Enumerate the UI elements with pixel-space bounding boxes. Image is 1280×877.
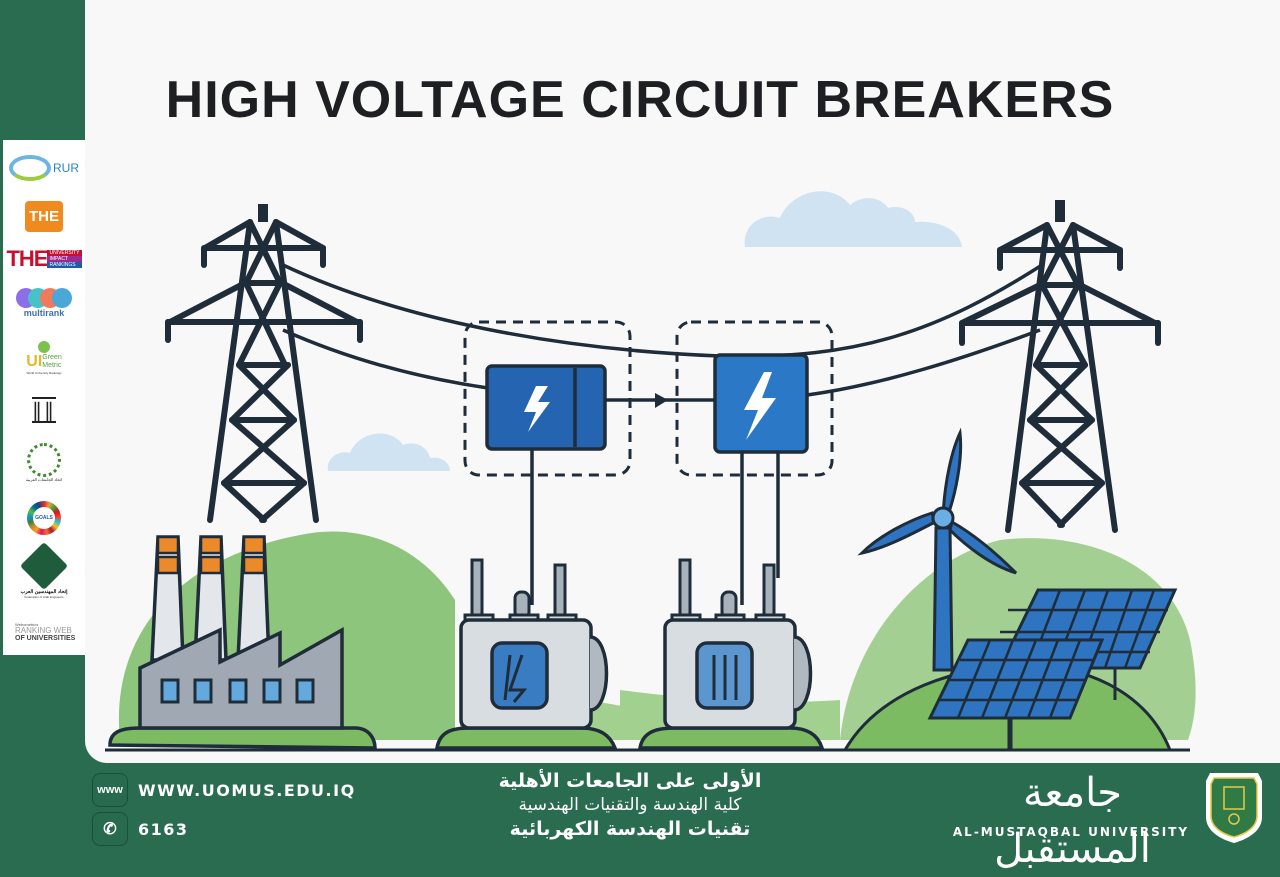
illustration-panel: HIGH VOLTAGE CIRCUIT BREAKERS (85, 0, 1280, 763)
website-link[interactable]: WWW.UOMUS.EDU.IQ (138, 780, 356, 800)
institution-columns-icon: ‖‖ (32, 397, 56, 423)
phone-row[interactable]: ✆ 6163 (92, 812, 189, 846)
multirank-logo: multirank (3, 280, 85, 325)
ranking-logos-strip: RUR THE THE UNIVERSITY IMPACT RANKINGS m… (3, 140, 85, 655)
transmission-tower-right (959, 200, 1161, 533)
phone-number[interactable]: 6163 (138, 819, 189, 839)
solar-panels (927, 588, 1178, 750)
webometrics-logo: Webometrics RANKING WEB OF UNIVERSITIES (15, 622, 76, 642)
footer-bar: www WWW.UOMUS.EDU.IQ ✆ 6163 الأولى على ا… (0, 763, 1280, 872)
college-info: الأولى على الجامعات الأهلية كلية الهندسة… (430, 769, 830, 841)
transformer-2 (637, 558, 825, 750)
transformer-1 (434, 558, 618, 750)
college-name-arabic: كلية الهندسة والتقنيات الهندسية (518, 795, 742, 815)
federation-arab-engineers-logo: إتحاد المهندسين العرب Federation of Arab… (3, 541, 85, 603)
the-logo: THE (3, 198, 85, 234)
department-name-arabic: تقنيات الهندسة الكهربائية (509, 818, 751, 840)
sdg-goals-logo: GOALS (3, 495, 85, 540)
power-grid-illustration (105, 191, 1196, 752)
cloud-icon (327, 191, 962, 471)
globe-www-icon: www (92, 773, 128, 807)
circuit-breaker-1 (485, 364, 607, 451)
transmission-tower-left (165, 204, 363, 523)
university-name-arabic: جامعة المستقبل (994, 770, 1151, 872)
website-row[interactable]: www WWW.UOMUS.EDU.IQ (92, 773, 356, 807)
university-crest-icon (1206, 773, 1262, 843)
circuit-breaker-2 (713, 353, 809, 454)
phone-icon: ✆ (92, 812, 128, 846)
the-impact-rankings-logo: THE UNIVERSITY IMPACT RANKINGS (6, 246, 82, 271)
power-lines (282, 263, 1043, 605)
page-title: HIGH VOLTAGE CIRCUIT BREAKERS (165, 71, 1115, 129)
rur-logo: RUR (3, 148, 85, 188)
factory (108, 535, 377, 750)
university-name-english: AL-MUSTAQBAL UNIVERSITY (952, 825, 1190, 839)
tagline-arabic: الأولى على الجامعات الأهلية (498, 770, 762, 792)
arab-universities-logo: اتحاد الجامعات العربية (3, 440, 85, 485)
